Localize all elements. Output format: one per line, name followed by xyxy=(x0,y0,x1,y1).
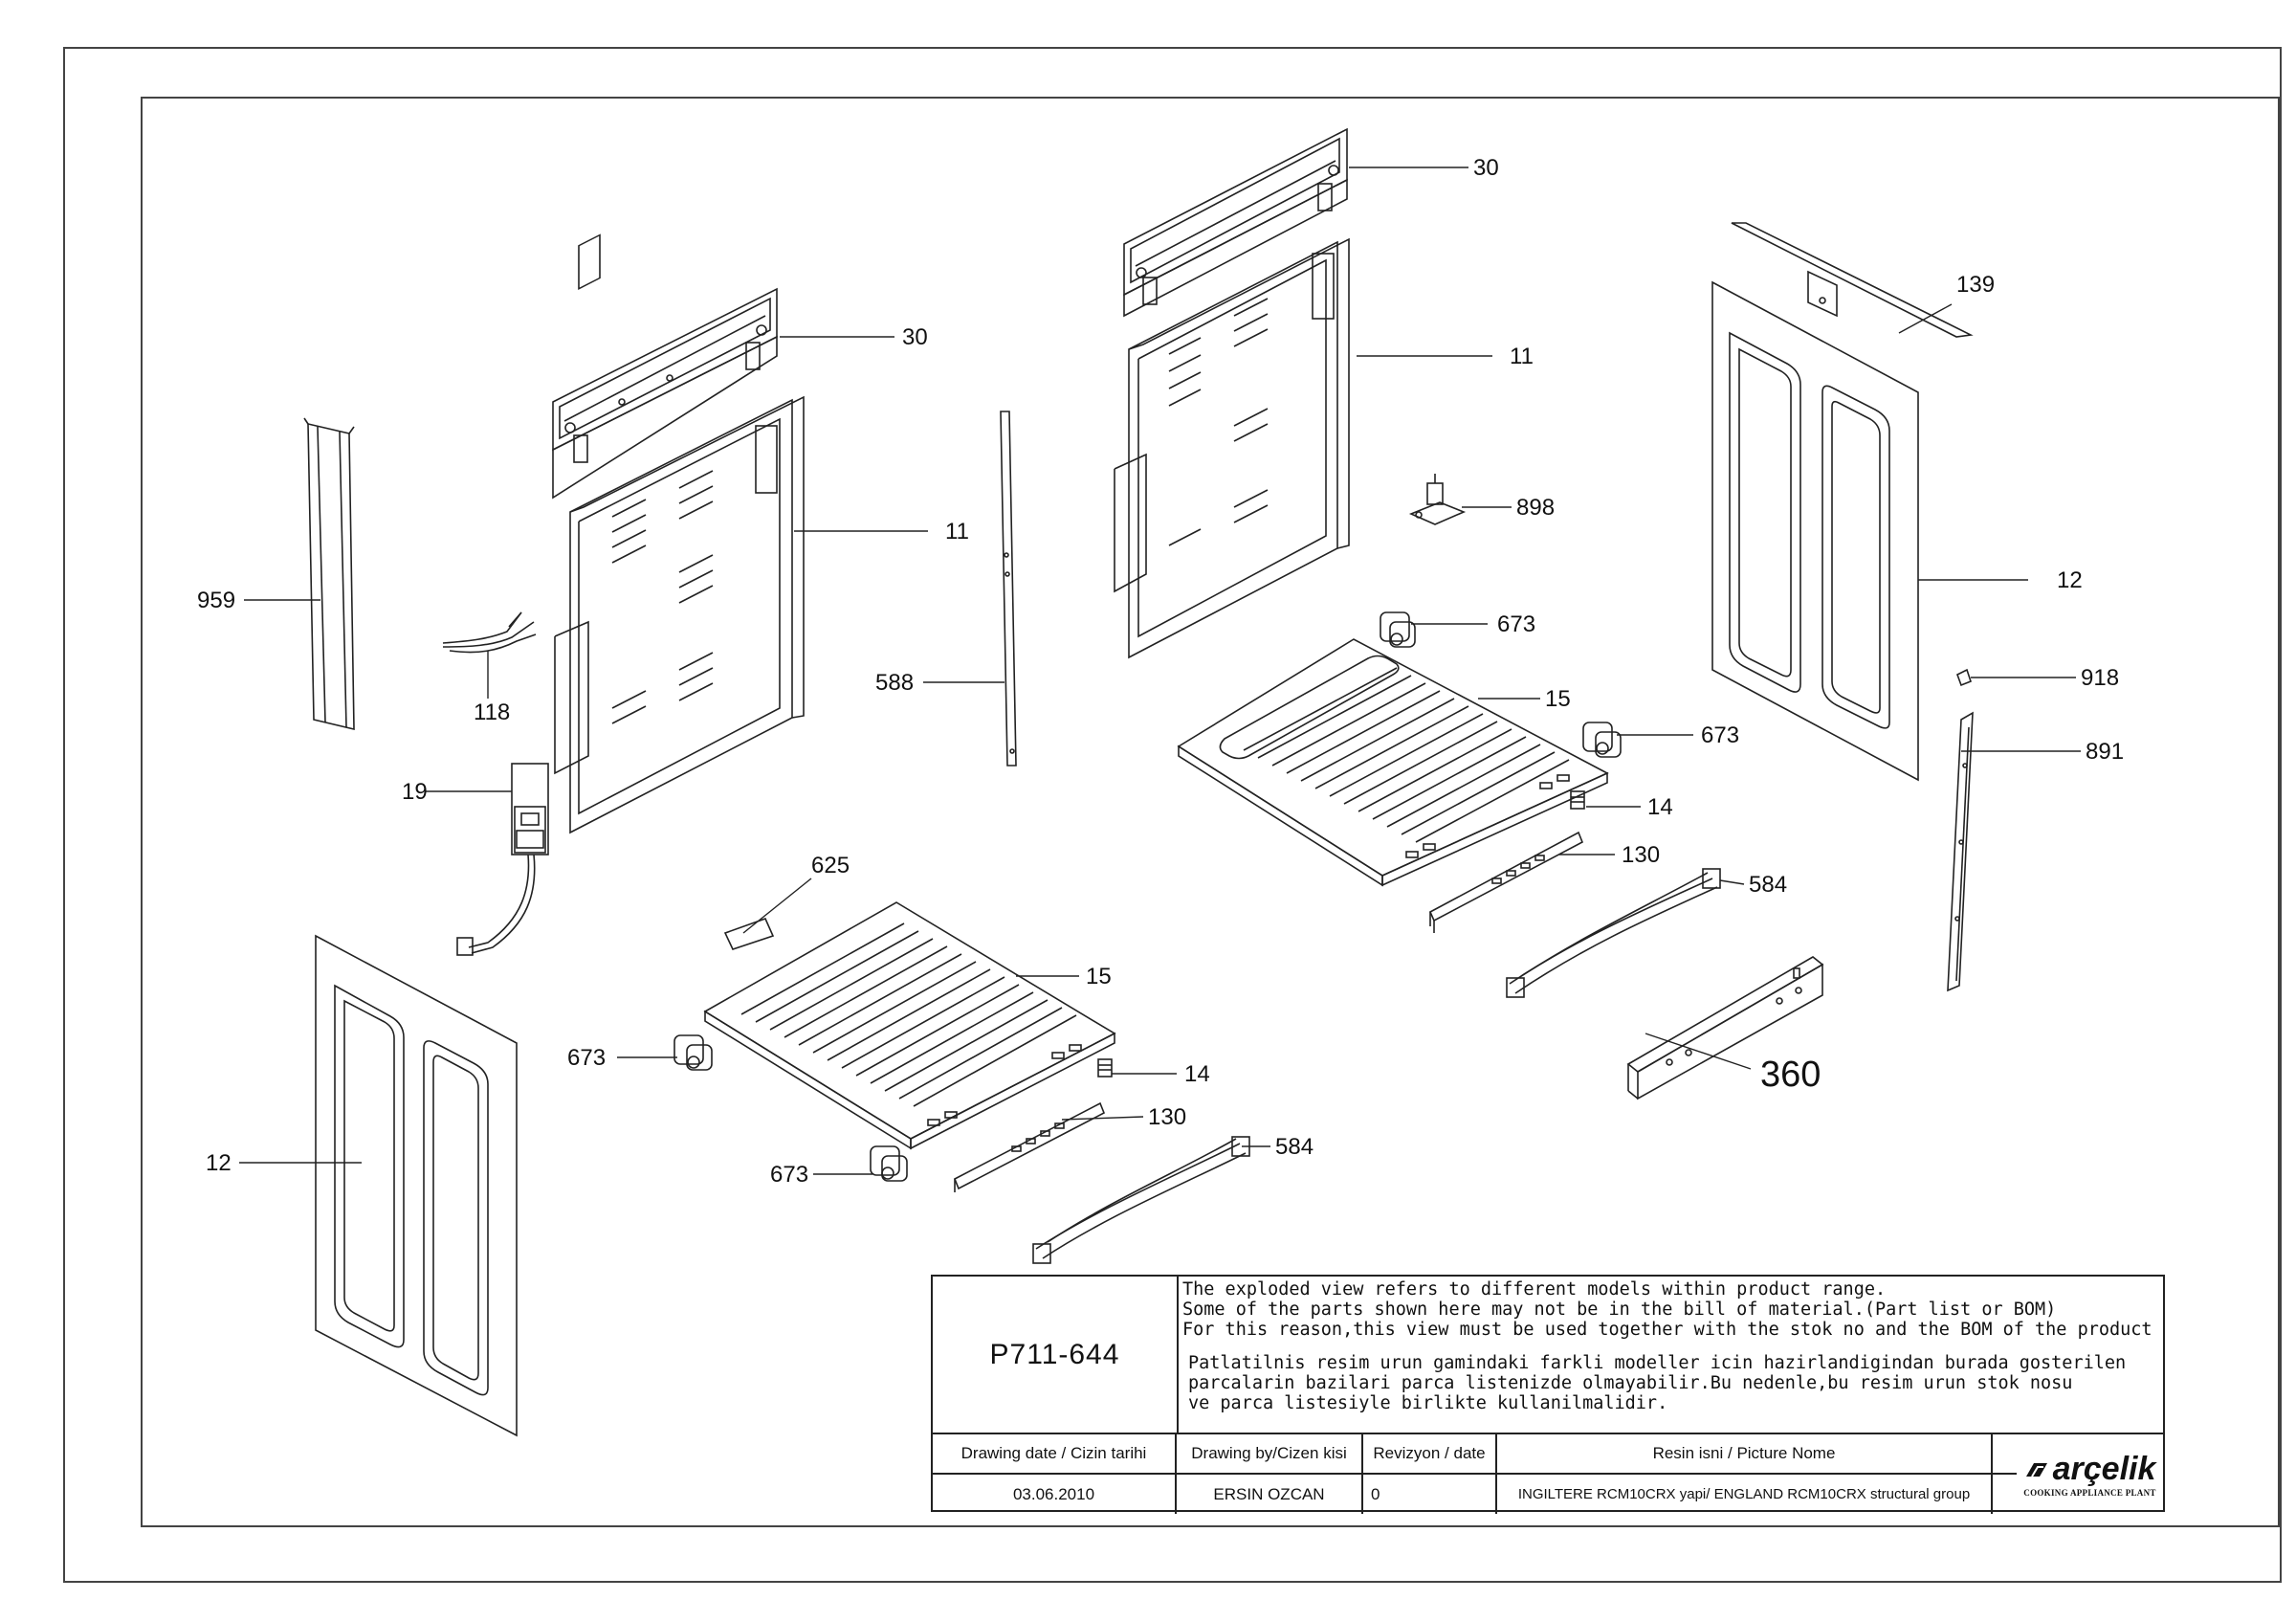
header-row: Drawing date / Cizin tarihi Drawing by/C… xyxy=(933,1433,2017,1473)
callout-30-right: 30 xyxy=(1473,155,1499,181)
brand-name: arçelik xyxy=(2052,1451,2156,1487)
title-block: P711-644 The exploded view refers to dif… xyxy=(931,1275,2165,1514)
callout-14-left: 14 xyxy=(1184,1061,1210,1087)
value-drawing-date: 03.06.2010 xyxy=(933,1475,1177,1514)
callout-898: 898 xyxy=(1516,495,1555,521)
part-11-left-panel xyxy=(554,233,805,834)
part-898-thermostat xyxy=(1408,474,1467,525)
part-30-left-bracket xyxy=(552,287,778,500)
brand-logo: arçelik COOKING APPLIANCE PLANT xyxy=(2017,1433,2163,1514)
callout-12-right: 12 xyxy=(2057,567,2083,593)
note-tr-1: Patlatilnis resim urun gamindaki farkli … xyxy=(1188,1353,2127,1373)
callout-918: 918 xyxy=(2081,665,2119,691)
callout-891: 891 xyxy=(2086,739,2124,765)
note-en-1: The exploded view refers to different mo… xyxy=(1182,1279,1887,1300)
part-15-left-plate xyxy=(703,901,1116,1150)
callout-673-a: 673 xyxy=(1497,611,1535,637)
note-tr-2: parcalarin bazilari parca listenizde olm… xyxy=(1188,1373,2073,1393)
callout-130-left: 130 xyxy=(1148,1104,1186,1130)
callout-673-d: 673 xyxy=(770,1162,808,1188)
part-118-wires xyxy=(442,611,537,654)
callout-584-right: 584 xyxy=(1749,872,1787,898)
brand-subtitle: COOKING APPLIANCE PLANT xyxy=(2023,1488,2156,1498)
callout-130-right: 130 xyxy=(1622,842,1660,868)
header-revision: Revizyon / date xyxy=(1363,1434,1497,1473)
callout-19: 19 xyxy=(402,779,428,805)
part-584-handle-a xyxy=(1506,868,1721,998)
part-15-right-plate xyxy=(1177,638,1609,887)
callout-12-left: 12 xyxy=(206,1150,232,1176)
callout-588: 588 xyxy=(875,670,914,696)
part-360-channel xyxy=(1626,956,1824,1100)
header-drawing-date: Drawing date / Cizin tarihi xyxy=(933,1434,1177,1473)
part-891-rail xyxy=(1947,711,1974,992)
callout-584-left: 584 xyxy=(1275,1134,1314,1160)
value-row: 03.06.2010 ERSIN OZCAN 0 INGILTERE RCM10… xyxy=(933,1473,2017,1514)
notes: The exploded view refers to different mo… xyxy=(1179,1277,2163,1433)
callout-15-left: 15 xyxy=(1086,964,1112,989)
part-584-handle-b xyxy=(1032,1136,1250,1264)
part-30-right-bracket xyxy=(1123,127,1348,318)
callout-959: 959 xyxy=(197,588,235,613)
callout-139: 139 xyxy=(1956,272,1995,298)
part-588-rod xyxy=(1000,411,1017,767)
callout-673-c: 673 xyxy=(567,1045,606,1071)
outer-frame xyxy=(63,47,2282,1583)
note-en-3: For this reason,this view must be used t… xyxy=(1182,1320,2152,1340)
part-14-screw-b xyxy=(1097,1058,1113,1078)
part-139-strip xyxy=(1731,222,1974,338)
callout-11-right: 11 xyxy=(1510,344,1534,369)
callout-360: 360 xyxy=(1760,1055,1821,1095)
part-625-label xyxy=(723,917,775,950)
part-130-bar-a xyxy=(1428,831,1584,933)
part-673-wheel-b xyxy=(1582,722,1622,758)
value-revision: 0 xyxy=(1363,1475,1497,1514)
header-drawn-by: Drawing by/Cizen kisi xyxy=(1177,1434,1363,1473)
value-picture-name: INGILTERE RCM10CRX yapi/ ENGLAND RCM10CR… xyxy=(1497,1475,1993,1514)
part-918-clip xyxy=(1956,668,1972,687)
note-en-2: Some of the parts shown here may not be … xyxy=(1182,1300,2057,1320)
value-drawn-by: ERSIN OZCAN xyxy=(1177,1475,1363,1514)
part-959-strip xyxy=(303,417,355,731)
header-picture-name: Resin isni / Picture Nome xyxy=(1497,1434,1993,1473)
callout-118: 118 xyxy=(474,700,510,725)
part-12-left-side-panel xyxy=(315,934,518,1437)
inner-frame xyxy=(141,97,2280,1527)
leader-lines xyxy=(239,167,2081,1175)
part-130-bar-b xyxy=(953,1101,1106,1192)
part-673-wheel-a xyxy=(1380,611,1416,648)
note-tr-3: ve parca listesiyle birlikte kullanilmal… xyxy=(1188,1393,1668,1413)
callout-673-b: 673 xyxy=(1701,722,1739,748)
callout-14-right: 14 xyxy=(1647,794,1673,820)
callout-625: 625 xyxy=(811,853,850,878)
callout-30-left: 30 xyxy=(902,324,928,350)
part-12-right-side-panel xyxy=(1711,280,1919,782)
callout-15-right: 15 xyxy=(1545,686,1571,712)
part-673-wheel-d xyxy=(870,1145,908,1182)
part-673-wheel-c xyxy=(673,1034,713,1071)
brand-mark-icon xyxy=(2025,1462,2047,1478)
part-19-socket xyxy=(456,763,549,956)
callout-11-left: 11 xyxy=(945,519,969,544)
part-11-right-panel xyxy=(1114,237,1350,659)
drawing-code: P711-644 xyxy=(933,1277,1179,1433)
part-14-screw-a xyxy=(1570,790,1585,810)
